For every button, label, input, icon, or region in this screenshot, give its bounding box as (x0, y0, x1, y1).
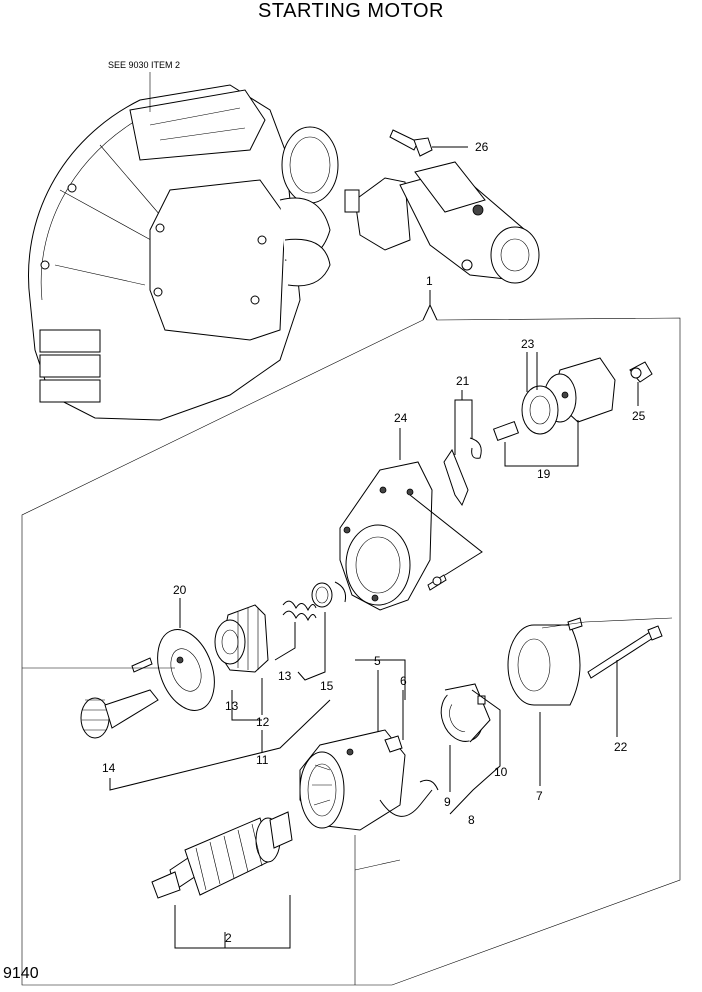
callout-25: 25 (632, 409, 646, 423)
starter-motor-assembly (344, 161, 540, 284)
rear-cover-7 (507, 624, 581, 706)
callout-12: 12 (256, 715, 270, 729)
callout-15: 15 (320, 679, 334, 693)
callout-13-upper: 13 (278, 669, 292, 683)
brush-holder-8 (440, 683, 491, 743)
plate-20 (157, 629, 215, 711)
callout-26: 26 (475, 140, 489, 154)
pinion-clutch-11 (214, 604, 269, 673)
drive-housing-24 (339, 461, 433, 611)
through-bolt-22 (567, 617, 663, 679)
callout-11: 11 (256, 753, 269, 767)
solenoid-assembly (492, 357, 616, 442)
armature-2 (151, 811, 293, 899)
callout-23: 23 (521, 337, 535, 351)
callout-22: 22 (614, 740, 628, 754)
callout-1: 1 (426, 274, 433, 288)
diagram-title: STARTING MOTOR (258, 0, 444, 22)
callout-9: 9 (444, 795, 451, 809)
spring-13 (282, 600, 317, 622)
callout-14: 14 (102, 761, 116, 775)
callout-5: 5 (374, 654, 381, 668)
flywheel-housing (28, 84, 339, 421)
bolt-26 (389, 129, 433, 157)
page-number: 9140 (3, 965, 39, 982)
callout-21: 21 (456, 374, 470, 388)
callout-20: 20 (173, 583, 187, 597)
callout-7: 7 (536, 789, 543, 803)
screw-plate (131, 657, 153, 673)
callout-8: 8 (468, 813, 475, 827)
cap-25 (629, 361, 653, 383)
callout-6: 6 (400, 674, 407, 688)
callout-24: 24 (394, 411, 408, 425)
screw-housing (427, 574, 447, 591)
field-yoke (299, 729, 439, 831)
callout-19: 19 (537, 467, 551, 481)
callout-10: 10 (494, 765, 508, 779)
exploded-view-boundary (21, 317, 681, 986)
spring-clip-21 (443, 437, 482, 507)
gear-shaft-14 (80, 689, 159, 739)
reference-note: SEE 9030 ITEM 2 (108, 60, 180, 70)
callout-2: 2 (225, 931, 232, 945)
ring-15 (311, 581, 346, 608)
